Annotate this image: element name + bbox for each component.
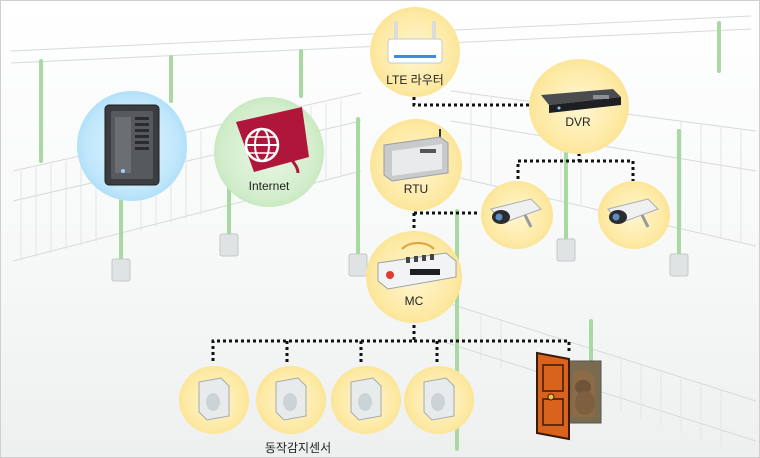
door-icon [536,351,602,441]
motion-sensor-icon [350,377,382,421]
router-icon [387,21,443,64]
server-tower-icon [104,104,160,186]
rtu-node [370,119,462,211]
internet-label: Internet [248,179,290,193]
motion-sensor-node-4 [404,366,474,434]
cctv-camera-icon [490,198,542,228]
motion-sensor-icon [423,377,455,421]
motion-sensor-icon [275,377,307,421]
mc-label: MC [404,294,424,308]
camera-node-1 [481,181,553,249]
internet-globe-icon [236,107,309,174]
mc-controller-icon [377,242,457,290]
motion-sensor-node-3 [331,366,401,434]
lte-router-label: LTE 라우터 [386,73,444,87]
dvr-recorder-icon [541,89,621,113]
rtu-label: RTU [403,182,429,196]
motion-sensor-node-2 [256,366,326,434]
dvr-label: DVR [565,115,591,129]
dvr-node [529,59,629,154]
cctv-camera-icon [607,198,659,228]
motion-sensor-node-1 [179,366,249,434]
camera-node-2 [598,181,670,249]
motion-sensor-icon [198,377,230,421]
internet-node [214,97,324,207]
motion-sensor-label: 동작감지센서 [264,441,332,455]
server-node [77,91,187,201]
mc-node [366,231,462,323]
lte-router-node [370,7,460,97]
rtu-device-icon [383,129,449,182]
